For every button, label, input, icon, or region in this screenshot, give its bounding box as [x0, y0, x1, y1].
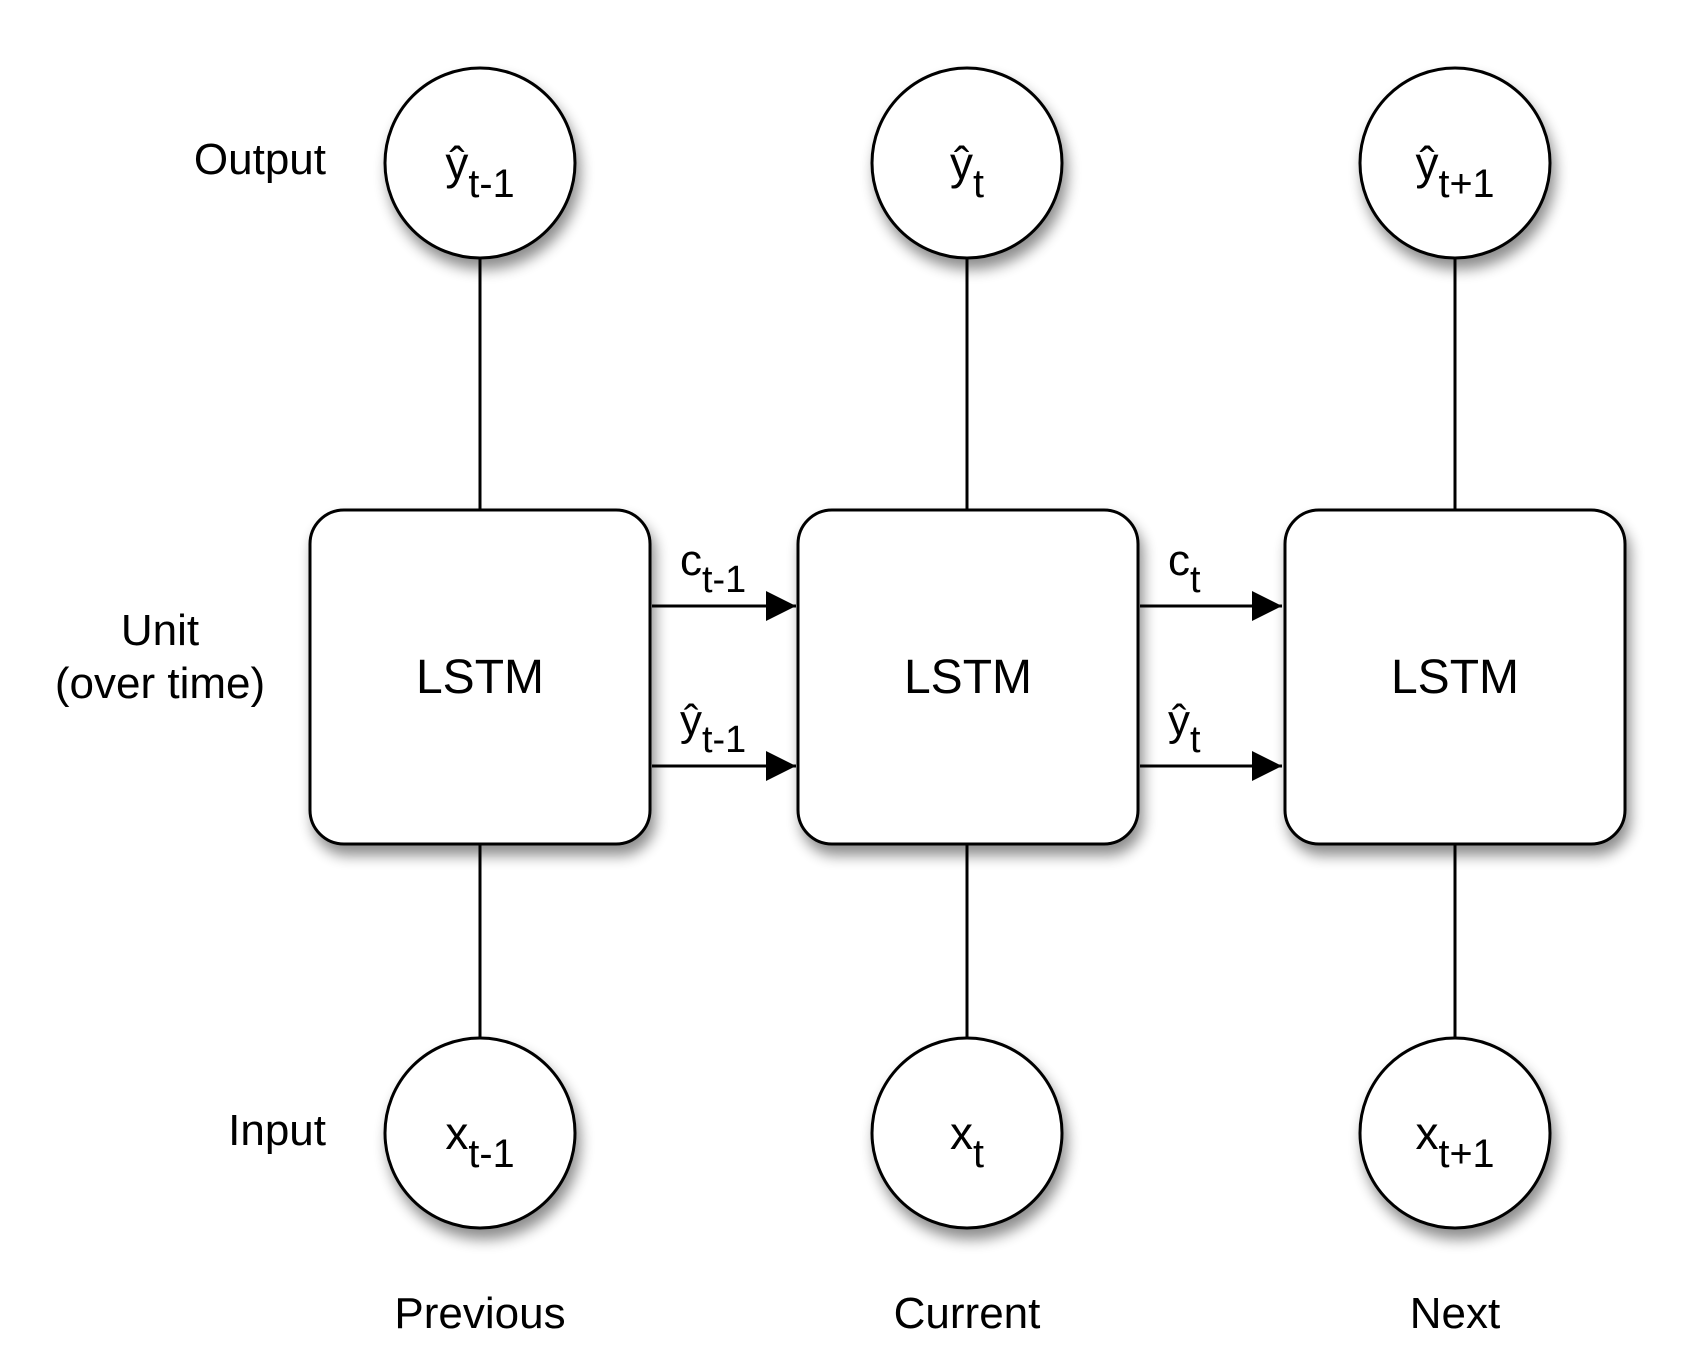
- lstm-label: LSTM: [903, 650, 1032, 704]
- input-circle-current: [870, 1036, 1064, 1230]
- input-subscript: t+1: [1438, 1131, 1495, 1176]
- lstm-label: LSTM: [415, 650, 544, 704]
- output-node-previous: ŷt-1: [385, 68, 575, 258]
- lstm-box-current: [796, 508, 1140, 846]
- input-nodes: [383, 1036, 1552, 1230]
- output-circle-next: [1358, 66, 1552, 260]
- cell-subscript: t-1: [702, 559, 747, 602]
- input-symbol: x: [1415, 1107, 1439, 1159]
- input-subscript: t: [973, 1131, 984, 1176]
- step-label-next: Next: [1409, 1289, 1501, 1338]
- output-subscript: t+1: [1438, 161, 1495, 206]
- hidden-symbol: ŷ: [1168, 696, 1190, 745]
- input-symbol: x: [950, 1107, 973, 1159]
- output-subscript: t-1: [468, 161, 515, 206]
- input-circle-previous: [383, 1036, 577, 1230]
- input-node-next: xt+1: [1360, 1038, 1550, 1228]
- output-symbol: ŷ: [950, 137, 973, 189]
- vertical-connectors: [478, 258, 1457, 1040]
- output-node-current: ŷt: [872, 68, 1062, 258]
- output-nodes: [383, 66, 1552, 260]
- lstm-box-next: [1283, 508, 1627, 846]
- input-subscript: t-1: [468, 1131, 515, 1176]
- cell-subscript: t: [1190, 559, 1201, 602]
- output-subscript: t: [973, 161, 984, 206]
- edge-label-cell-previous: ct-1: [680, 536, 746, 599]
- input-node-previous: xt-1: [385, 1038, 575, 1228]
- output-node-next: ŷt+1: [1360, 68, 1550, 258]
- output-circle-current: [870, 66, 1064, 260]
- lstm-unit-current: LSTM: [798, 507, 1138, 847]
- row-label-output: Output: [193, 135, 326, 184]
- row-label-unit: Unit (over time): [20, 605, 300, 711]
- lstm-label: LSTM: [1390, 650, 1519, 704]
- step-label-current: Current: [893, 1289, 1041, 1338]
- input-node-current: xt: [872, 1038, 1062, 1228]
- edge-label-hidden-current: ŷt: [1168, 696, 1201, 759]
- lstm-box-previous: [308, 508, 652, 846]
- output-symbol: ŷ: [1415, 137, 1439, 189]
- row-label-input: Input: [228, 1106, 326, 1155]
- row-label-unit-line1: Unit: [120, 606, 200, 655]
- step-label-previous: Previous: [394, 1289, 566, 1338]
- input-symbol: x: [445, 1107, 469, 1159]
- lstm-unit-next: LSTM: [1285, 507, 1625, 847]
- output-symbol: ŷ: [445, 137, 469, 189]
- row-label-unit-line2: (over time): [54, 658, 266, 708]
- hidden-subscript: t-1: [702, 719, 747, 762]
- cell-symbol: c: [680, 536, 702, 585]
- lstm-units: [308, 508, 1627, 846]
- recurrent-arrows: [652, 591, 1282, 781]
- edge-label-hidden-previous: ŷt-1: [680, 696, 746, 759]
- edge-label-cell-current: ct: [1168, 536, 1201, 599]
- output-circle-previous: [383, 66, 577, 260]
- lstm-unit-previous: LSTM: [310, 507, 650, 847]
- hidden-symbol: ŷ: [680, 696, 702, 745]
- hidden-subscript: t: [1190, 719, 1201, 762]
- input-circle-next: [1358, 1036, 1552, 1230]
- cell-symbol: c: [1168, 536, 1190, 585]
